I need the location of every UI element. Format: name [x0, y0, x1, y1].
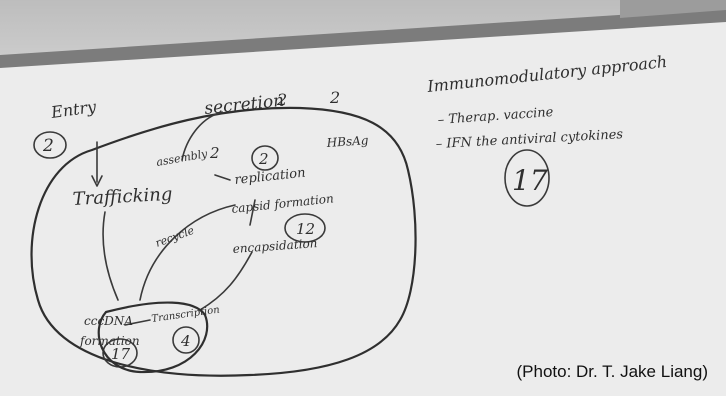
entry-count-circle [33, 131, 67, 159]
replication-count: 2 [258, 150, 269, 168]
arrow-replication-assembly [214, 174, 231, 181]
transcription-count: 4 [180, 332, 191, 350]
arrow-entry-head [91, 175, 103, 187]
photo-credit: (Photo: Dr. T. Jake Liang) [516, 362, 708, 381]
notes-count: 17 [512, 164, 548, 197]
notes-count-circle [504, 149, 550, 207]
cccdna-region [97, 301, 209, 374]
assembly-count: 2 [209, 144, 220, 162]
arrow-trafficking-cccdna [102, 211, 119, 301]
arrow-assembly-secretion [181, 111, 223, 161]
frame-corner [620, 0, 726, 18]
replication-count-circle [251, 145, 279, 171]
arrow-encapsidation-capsid [249, 199, 256, 226]
arrow-recycle [139, 204, 236, 301]
whiteboard-frame [0, 8, 726, 68]
arrow-transcription-encapsidation [199, 251, 253, 311]
encapsidation-label: encapsidation [232, 236, 318, 256]
whiteboard-surface [0, 18, 726, 396]
secretion-count: 2 [276, 90, 287, 109]
capsid-count-circle [284, 213, 326, 243]
cell-boundary [30, 106, 417, 377]
cccdna-count: 17 [111, 345, 131, 363]
cccdna-label-line2: formation [79, 334, 140, 348]
entry-count: 2 [42, 136, 54, 156]
transcription-count-circle [172, 326, 200, 354]
replication-label: replication [234, 166, 306, 188]
cccdna-label-line1: cccDNA [84, 314, 133, 328]
hbsag-label: HBsAg [325, 133, 369, 150]
arrow-cccdna-transcription [124, 319, 151, 326]
capsid-count: 12 [296, 220, 315, 238]
trafficking-label: Trafficking [72, 184, 173, 210]
star-count: 2 [329, 88, 340, 107]
